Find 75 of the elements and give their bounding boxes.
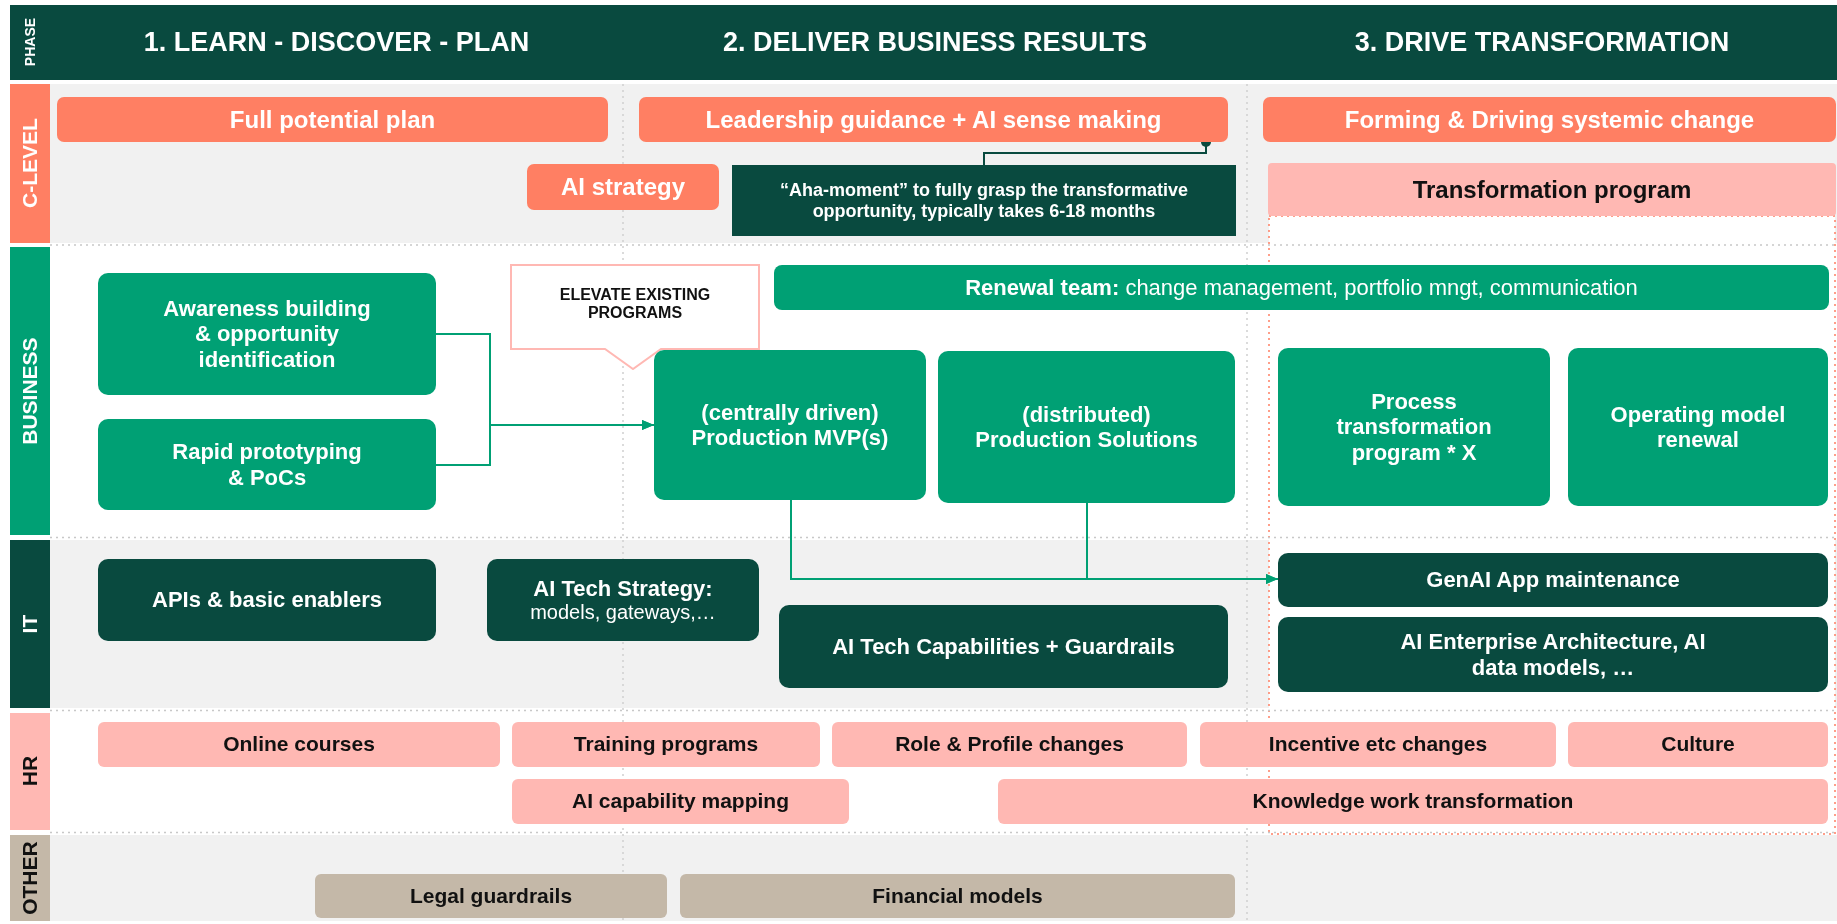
process-card <box>1278 553 1828 607</box>
process-card <box>639 97 1228 142</box>
card-label: Operating model renewal <box>1609 401 1787 453</box>
process-card <box>779 605 1228 688</box>
phase-title: 2. DELIVER BUSINESS RESULTS <box>722 26 1148 58</box>
callout-text: ELEVATE EXISTING PROGRAMS <box>558 286 712 323</box>
card-label: AI Tech Capabilities + Guardrails <box>832 633 1175 660</box>
lane-header-bar <box>10 713 50 830</box>
process-card <box>1263 97 1836 142</box>
process-card <box>487 559 759 641</box>
callout-bubble <box>510 264 760 370</box>
arrow <box>1086 502 1279 584</box>
program-card <box>1268 163 1836 216</box>
hr-card <box>512 722 820 767</box>
process-card <box>98 419 436 510</box>
phase-header <box>10 5 50 80</box>
note-card <box>732 165 1236 236</box>
card-label: (centrally driven) Production MVP(s) <box>690 399 890 451</box>
lane-header-bar <box>10 84 50 243</box>
lane-header-bar <box>10 540 50 708</box>
process-card <box>98 559 436 641</box>
card-label: Financial models <box>872 883 1043 909</box>
process-card <box>1278 348 1550 506</box>
card-label: Awareness building & opportunity identification <box>162 296 372 372</box>
header-label: PHASE <box>21 18 39 67</box>
card-label: GenAI App maintenance <box>1426 567 1680 593</box>
process-card <box>938 351 1235 503</box>
lane-label: C-LEVEL <box>17 118 42 209</box>
process-card <box>527 164 719 210</box>
card-label: AI capability mapping <box>571 789 789 814</box>
card-label: Renewal team: change management, portfolio mngt, communication <box>965 274 1638 301</box>
lane-label: HR <box>17 756 42 787</box>
card-label: Incentive etc changes <box>1268 732 1488 757</box>
phase-title: 1. LEARN - DISCOVER - PLAN <box>143 26 530 58</box>
lane-label: OTHER <box>17 841 42 915</box>
phase-header <box>1247 5 1837 80</box>
card-label: AI Tech Strategy: <box>533 575 713 602</box>
other-card <box>680 874 1235 918</box>
hr-card <box>998 779 1828 824</box>
other-card <box>315 874 667 918</box>
lane-label: BUSINESS <box>17 337 42 445</box>
card-label: Online courses <box>223 732 375 757</box>
lane-label: IT <box>17 614 42 634</box>
hr-card <box>1200 722 1556 767</box>
card-label: Knowledge work transformation <box>1252 789 1574 814</box>
card-label: Leadership guidance + AI sense making <box>705 105 1162 134</box>
card-label: Forming & Driving systemic change <box>1344 105 1755 134</box>
phase-title: 3. DRIVE TRANSFORMATION <box>1354 26 1730 58</box>
lane-header-bar <box>10 247 50 535</box>
process-card <box>98 273 436 395</box>
card-label: Process transformation program * X <box>1335 389 1493 465</box>
card-label: models, gateways,… <box>530 601 716 625</box>
card-label: Full potential plan <box>229 105 436 134</box>
card-label: Training programs <box>573 732 759 757</box>
card-label: AI strategy <box>560 173 685 201</box>
hr-card <box>832 722 1187 767</box>
card-label: AI Enterprise Architecture, AI data models, … <box>1399 629 1707 680</box>
card-label: (distributed) Production Solutions <box>974 401 1199 453</box>
note-text: “Aha-moment” to fully grasp the transformative opportunity, typically takes 6-18 months <box>778 179 1190 222</box>
card-label: Legal guardrails <box>409 883 573 909</box>
process-card <box>1568 348 1828 506</box>
process-card <box>57 97 608 142</box>
team-banner <box>774 265 1829 310</box>
lane-header-bar <box>10 835 50 921</box>
card-label: APIs & basic enablers <box>152 587 382 613</box>
card-label: Role & Profile changes <box>895 732 1124 757</box>
card-label: Transformation program <box>1412 175 1692 204</box>
process-card <box>654 350 926 500</box>
hr-card <box>1568 722 1828 767</box>
hr-card <box>512 779 849 824</box>
arrow <box>435 420 655 466</box>
hr-card <box>98 722 500 767</box>
card-label: Rapid prototyping & PoCs <box>171 439 363 490</box>
process-card <box>1278 617 1828 692</box>
card-label: Culture <box>1661 732 1735 757</box>
